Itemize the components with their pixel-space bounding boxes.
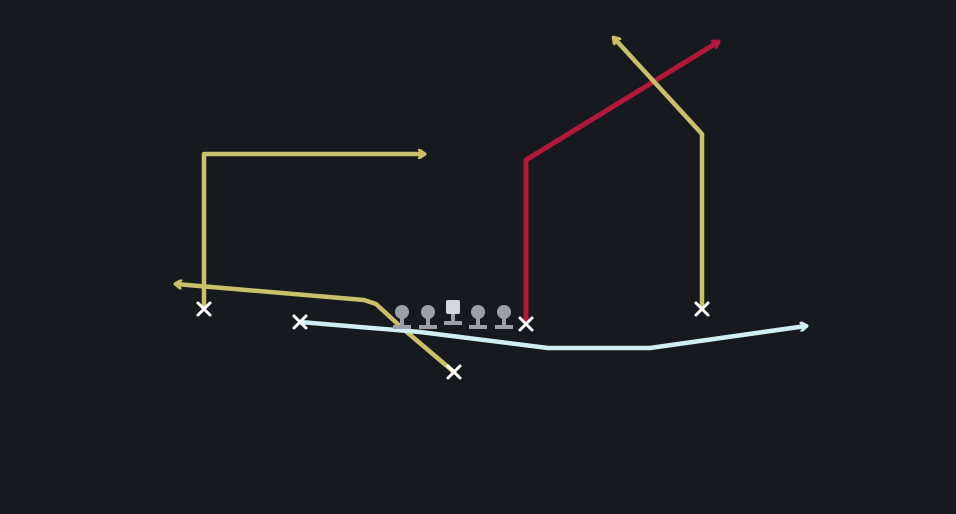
route-drag-left	[176, 284, 457, 375]
routes-layer	[176, 35, 806, 375]
route-left-corner	[201, 154, 424, 311]
skill-players	[196, 301, 710, 380]
offensive-line	[393, 300, 513, 329]
lineman-2	[419, 305, 437, 329]
lineman-1	[393, 305, 411, 329]
route-right-post	[611, 35, 705, 311]
player-slot-left	[292, 314, 308, 330]
player-right-wr	[694, 301, 710, 317]
center	[444, 300, 462, 325]
route-flat-blue	[297, 319, 806, 351]
lineman-4	[469, 305, 487, 329]
lineman-5	[495, 305, 513, 329]
route-post-red	[523, 42, 721, 325]
player-back	[446, 364, 462, 380]
player-left-wr	[196, 301, 212, 317]
player-te	[518, 316, 534, 332]
